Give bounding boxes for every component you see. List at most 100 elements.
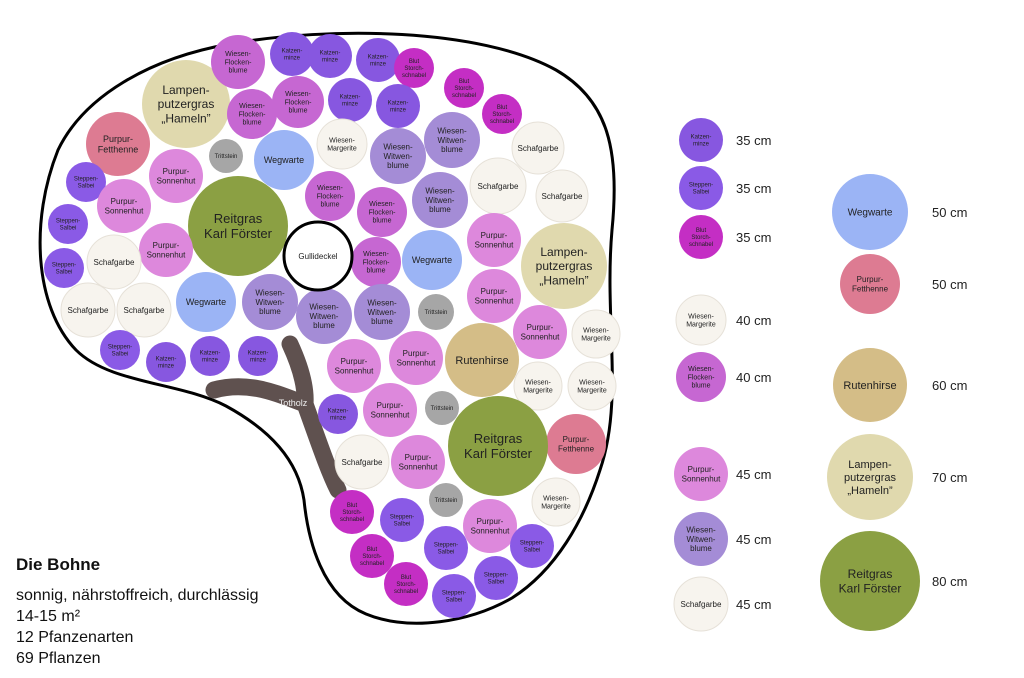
- plant-circle: [674, 512, 728, 566]
- bed-plant-count: 69 Pflanzen: [16, 650, 101, 667]
- plant-label: Wiesen-Witwen-blume: [383, 142, 413, 170]
- plant-label: Purpur-Sonnenhut: [397, 349, 436, 367]
- plant-circle: [482, 94, 522, 134]
- plant-label: Lampen-putzergras„Hameln”: [158, 83, 215, 125]
- plant-label: Wiesen-Margerite: [577, 379, 607, 394]
- plant-circle: [60, 282, 116, 338]
- plant-margerite: Wiesen-Margerite: [531, 477, 581, 527]
- plant-circle: [188, 176, 288, 276]
- plant-circle: [675, 294, 727, 346]
- plant-wegwarte: Wegwarte: [254, 130, 314, 190]
- bed-conditions: sonnig, nährstoffreich, durchlässig: [16, 587, 259, 604]
- plant-label: Wiesen-Witwen-blume: [437, 126, 467, 154]
- plant-flocken: Wiesen-Flocken-blume: [357, 187, 407, 237]
- plant-label: Schafgarbe: [542, 192, 583, 201]
- plant-label: Steppen-Salbei: [390, 515, 414, 528]
- plant-circle: [327, 339, 381, 393]
- plant-circle: [296, 288, 352, 344]
- plant-label: Wiesen-Flocken-blume: [369, 201, 397, 225]
- plant-circle: [391, 435, 445, 489]
- legend-swatch-witwen: Wiesen-Witwen-blume: [674, 512, 728, 566]
- plant-label: Steppen-Salbei: [56, 219, 80, 232]
- plant-katzenminze: Katzen-minze: [270, 32, 314, 76]
- legend-height-witwen: 45 cm: [736, 532, 771, 547]
- plant-circle: [546, 414, 606, 474]
- plant-sonnenhut: Purpur-Sonnenhut: [327, 339, 381, 393]
- plant-schafgarbe: Schafgarbe: [334, 434, 390, 490]
- plant-label: Steppen-Salbei: [434, 543, 458, 556]
- plant-label: Katzen-minze: [200, 351, 221, 364]
- plant-circle: [412, 172, 468, 228]
- plant-label: Purpur-Fetthenne: [558, 435, 595, 453]
- plant-margerite: Wiesen-Margerite: [316, 118, 368, 170]
- plant-circle: [674, 447, 728, 501]
- plant-steppensalbei: Steppen-Salbei: [48, 204, 88, 244]
- plant-circle: [510, 524, 554, 568]
- legend-height-margerite: 40 cm: [736, 313, 771, 328]
- plant-label: Wegwarte: [186, 297, 226, 307]
- plant-circle: [376, 84, 420, 128]
- plant-label: Schafgarbe: [518, 144, 559, 153]
- plant-label: Trittstein: [431, 406, 454, 412]
- plant-circle: [832, 174, 908, 250]
- plant-katzenminze: Katzen-minze: [376, 84, 420, 128]
- plant-schafgarbe: Schafgarbe: [60, 282, 116, 338]
- plant-circle: [827, 434, 913, 520]
- legend-height-flocken: 40 cm: [736, 370, 771, 385]
- bed-area: 14-15 m²: [16, 608, 81, 625]
- plant-circle: [820, 531, 920, 631]
- plant-witwen: Wiesen-Witwen-blume: [412, 172, 468, 228]
- plant-circle: [100, 330, 140, 370]
- plant-wegwarte: Wegwarte: [402, 230, 462, 290]
- legend-height-fetthenne: 50 cm: [932, 277, 967, 292]
- legend-item-witwen: Wiesen-Witwen-blume 45 cm: [674, 512, 771, 566]
- plant-circle: [354, 284, 410, 340]
- plant-trittstein: Trittstein: [425, 391, 459, 425]
- plant-circle: [429, 483, 463, 517]
- legend-swatch-flocken: Wiesen-Flocken-blume: [676, 352, 726, 402]
- plant-sonnenhut: Purpur-Sonnenhut: [149, 149, 203, 203]
- plant-label: Wiesen-Witwen-blume: [309, 302, 339, 330]
- plant-trittstein: Trittstein: [418, 294, 454, 330]
- legend-swatch-wegwarte: Wegwarte: [832, 174, 908, 250]
- plant-circle: [238, 336, 278, 376]
- plant-katzenminze: Katzen-minze: [328, 78, 372, 122]
- plant-label: Steppen-Salbei: [108, 345, 132, 358]
- plant-label: Schafgarbe: [94, 258, 135, 267]
- plant-katzenminze: Katzen-minze: [318, 394, 358, 434]
- plant-circle: [679, 215, 723, 259]
- plant-circle: [535, 169, 589, 223]
- plant-label: Katzen-minze: [388, 101, 409, 114]
- plant-sonnenhut: Purpur-Sonnenhut: [363, 383, 417, 437]
- plant-label: Katzen-minze: [368, 55, 389, 68]
- plant-label: Purpur-Sonnenhut: [399, 453, 438, 471]
- legend-height-lampen: 70 cm: [932, 470, 967, 485]
- plant-circle: [463, 499, 517, 553]
- plant-fetthenne: Purpur-Fetthenne: [546, 414, 606, 474]
- plant-margerite: Wiesen-Margerite: [567, 361, 617, 411]
- plant-circle: [308, 34, 352, 78]
- plant-schafgarbe: Schafgarbe: [86, 234, 142, 290]
- plant-circle: [209, 139, 243, 173]
- plant-label: Katzen-minze: [340, 95, 361, 108]
- plant-margerite: Wiesen-Margerite: [571, 309, 621, 359]
- plant-circle: [567, 361, 617, 411]
- plant-circle: [467, 213, 521, 267]
- plant-sonnenhut: Purpur-Sonnenhut: [139, 223, 193, 277]
- plant-circle: [363, 383, 417, 437]
- legend-swatch-schafgarbe: Schafgarbe: [673, 576, 729, 632]
- plant-label: Wiesen-Margerite: [523, 379, 553, 394]
- plant-label: Schafgarbe: [478, 182, 519, 191]
